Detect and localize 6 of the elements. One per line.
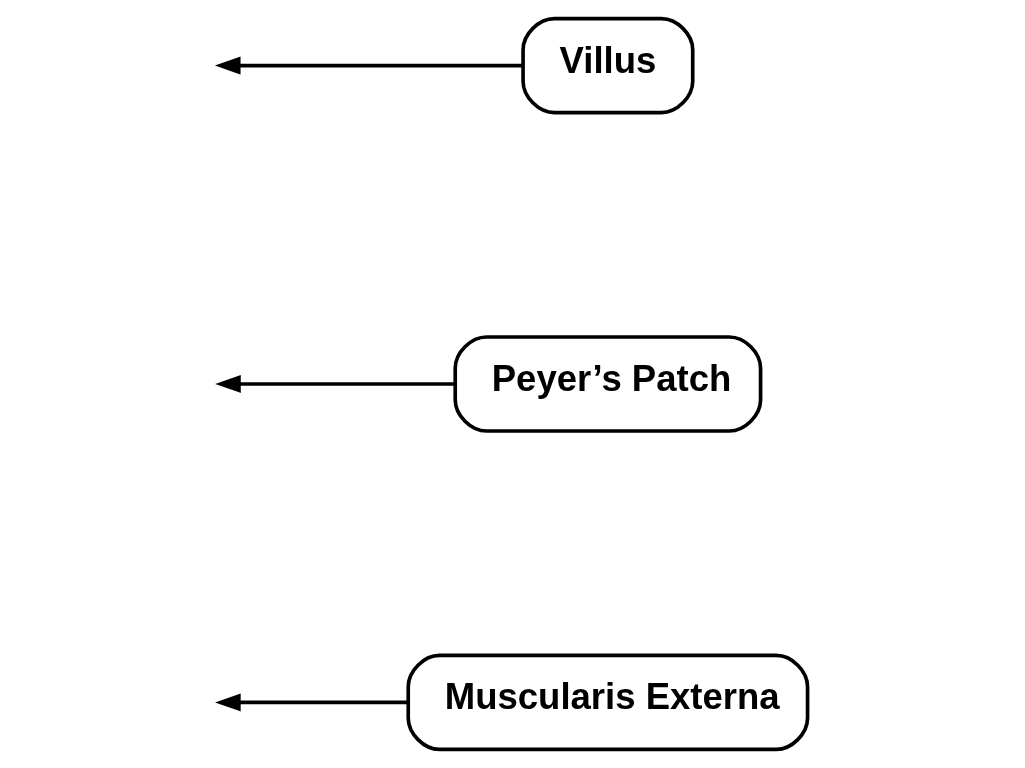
arrow [214,56,523,75]
node-box: Muscularis Externa [405,653,809,752]
arrow [214,375,454,393]
node-box: Villus [520,16,695,115]
arrow [214,693,407,712]
node-box: Peyer’s Patch [452,335,762,433]
